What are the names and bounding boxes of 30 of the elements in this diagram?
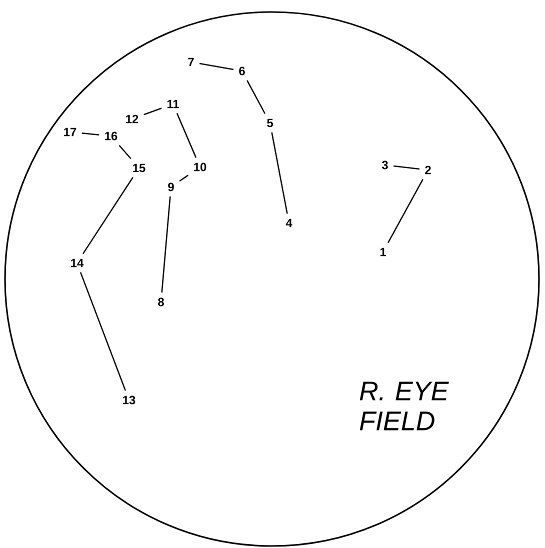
point-number: 11 [167, 100, 179, 108]
connecting-line [161, 196, 171, 293]
point-number: 3 [382, 160, 388, 170]
connecting-line [118, 145, 132, 160]
connecting-line [176, 113, 197, 158]
point-number: 9 [168, 182, 174, 192]
connecting-line [199, 62, 234, 70]
connecting-line [144, 108, 162, 116]
point-number: 4 [286, 218, 292, 228]
connecting-line [82, 177, 134, 254]
point-number: 14 [71, 258, 84, 268]
connecting-line [82, 132, 100, 136]
point-number: 13 [123, 396, 136, 404]
point-number: 12 [126, 114, 138, 124]
point-number: 17 [64, 128, 76, 136]
connecting-line [388, 179, 424, 243]
connecting-line [393, 165, 420, 170]
point-number: 7 [188, 58, 194, 66]
connecting-line [271, 132, 288, 214]
point-number: 10 [194, 162, 206, 172]
point-number: 16 [105, 132, 118, 140]
point-number: 5 [267, 118, 273, 128]
point-number: 8 [158, 298, 164, 306]
connecting-line [80, 272, 126, 391]
point-number: 15 [133, 164, 146, 172]
point-number: 2 [425, 166, 431, 174]
connecting-line [246, 80, 266, 114]
point-number: 6 [239, 66, 245, 76]
point-number: 1 [380, 248, 386, 256]
connecting-line [179, 174, 189, 182]
